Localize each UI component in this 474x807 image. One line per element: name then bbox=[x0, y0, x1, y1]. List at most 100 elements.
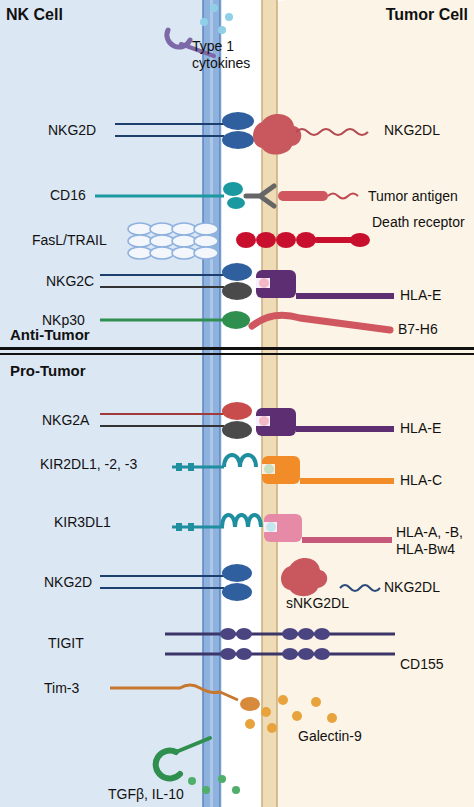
molecule-label: NKG2DL bbox=[384, 122, 440, 139]
cell-title: NK Cell bbox=[6, 6, 63, 24]
hla-a-ligand-part bbox=[266, 522, 276, 532]
tigit-cd155-part bbox=[165, 653, 395, 656]
death-receptor-part bbox=[236, 232, 256, 248]
kir3dl-receptor-part bbox=[222, 515, 261, 527]
tumor-antigen-part bbox=[278, 191, 328, 201]
fasl-trail-part bbox=[128, 223, 152, 235]
hla-a-ligand-part bbox=[264, 514, 302, 542]
nkg2d-receptor-part bbox=[115, 135, 224, 137]
galectin-dots-part bbox=[245, 719, 255, 729]
hla-e-ligand-part bbox=[256, 416, 270, 426]
galectin-dots-part bbox=[327, 713, 337, 723]
galectin-dots-part bbox=[311, 697, 321, 707]
fasl-trail-part bbox=[172, 235, 196, 247]
molecule-label: NKG2D bbox=[44, 574, 92, 591]
nkg2d-receptor-part bbox=[222, 131, 254, 149]
molecule-label: NKG2C bbox=[46, 273, 94, 290]
tigit-cd155-part-part bbox=[314, 648, 330, 660]
molecule-label: NKG2D bbox=[48, 122, 96, 139]
kir2dl-receptor-part bbox=[176, 463, 182, 471]
hla-a-ligand-part bbox=[264, 522, 277, 532]
death-receptor-part bbox=[296, 232, 316, 248]
fasl-trail-part bbox=[172, 223, 196, 235]
hla-e-ligand-part bbox=[259, 278, 269, 288]
cytokine-dots-part bbox=[210, 4, 218, 12]
kir3dl-receptor-part bbox=[188, 523, 194, 531]
hla-c-ligand-part bbox=[262, 456, 300, 484]
fasl-trail-part bbox=[172, 247, 196, 259]
hla-e-ligand-part bbox=[256, 408, 296, 436]
nkg2d-receptor-part bbox=[115, 123, 224, 125]
molecule-label: CD16 bbox=[50, 187, 86, 204]
cd16-receptor-part bbox=[223, 182, 243, 196]
molecule-label: KIR3DL1 bbox=[54, 514, 111, 531]
molecule-label: HLA-A, -B, HLA-Bw4 bbox=[396, 524, 470, 558]
nkg2a-receptor-part bbox=[222, 402, 252, 420]
cytokine-dots-part bbox=[200, 18, 208, 26]
molecule-label: HLA-E bbox=[400, 287, 441, 304]
molecule-label: Death receptor bbox=[372, 214, 465, 231]
molecule-label: Tim-3 bbox=[44, 680, 79, 697]
molecule-label: Galectin-9 bbox=[298, 728, 362, 745]
nkp30-receptor-part bbox=[100, 319, 224, 322]
hla-e-ligand-part bbox=[296, 293, 394, 299]
molecule-label: HLA-E bbox=[400, 420, 441, 437]
molecule-label: HLA-C bbox=[400, 472, 442, 489]
death-receptor-part bbox=[276, 232, 296, 248]
tumor-cell: Tumor Cell bbox=[262, 0, 474, 807]
molecule-label: Tumor antigen bbox=[368, 188, 458, 205]
hla-c-ligand-part bbox=[264, 464, 274, 474]
antibody bbox=[246, 186, 274, 206]
fasl-trail-part bbox=[194, 247, 218, 259]
molecule-label: CD155 bbox=[400, 656, 444, 673]
galectin-dots-part bbox=[261, 707, 271, 717]
hla-a-ligand-part bbox=[302, 537, 392, 543]
tigit-cd155-part-part bbox=[314, 628, 330, 640]
galectin-dots-part bbox=[292, 711, 302, 721]
kir2dl-receptor-part bbox=[224, 455, 256, 467]
hla-c-ligand-part bbox=[300, 478, 394, 484]
cytokine-dots-part bbox=[232, 786, 240, 794]
cell-title: Tumor Cell bbox=[386, 6, 468, 24]
nkg2c-receptor-part bbox=[100, 286, 224, 288]
nkg2d-receptor-part bbox=[222, 583, 252, 601]
cytokine-dots-part bbox=[218, 26, 226, 34]
hla-c-ligand-part bbox=[262, 464, 275, 474]
fasl-trail-part bbox=[128, 235, 152, 247]
kir3dl-receptor-part bbox=[176, 523, 182, 531]
tigit-cd155-part-part bbox=[298, 648, 314, 660]
section-heading: Pro-Tumor bbox=[10, 362, 86, 379]
nkg2a-receptor-part bbox=[100, 413, 224, 415]
nkg2a-receptor-part bbox=[100, 425, 224, 427]
tigit-cd155-part-part bbox=[220, 628, 236, 640]
fasl-trail-part bbox=[150, 235, 174, 247]
molecule-label: sNKG2DL bbox=[286, 595, 349, 612]
cd16-receptor-part bbox=[227, 197, 245, 209]
tigit-cd155-part-part bbox=[282, 628, 298, 640]
kir2dl-receptor-part bbox=[188, 463, 194, 471]
nkg2c-receptor-part bbox=[100, 274, 224, 276]
cytokine-dots-part bbox=[202, 786, 210, 794]
tigit-cd155-part-part bbox=[298, 628, 314, 640]
tigit-cd155-part-part bbox=[282, 648, 298, 660]
cytokine-dots-part bbox=[218, 775, 226, 783]
nkg2d-receptor-part bbox=[222, 112, 254, 130]
cytokine-dots-part bbox=[188, 777, 196, 785]
death-receptor-part bbox=[350, 233, 370, 247]
molecule-label: NKG2DL bbox=[384, 579, 440, 596]
tigit-cd155-part-part bbox=[236, 628, 252, 640]
death-receptor-part bbox=[314, 237, 354, 243]
section-heading: Anti-Tumor bbox=[10, 326, 90, 343]
galectin-dots-part bbox=[267, 723, 277, 733]
fasl-trail bbox=[128, 223, 218, 259]
hla-e-ligand-part bbox=[296, 426, 394, 432]
molecule-label: NKG2A bbox=[42, 412, 89, 429]
nk-membrane-part bbox=[210, 0, 213, 807]
nkg2d-receptor-part bbox=[222, 564, 252, 582]
nkg2c-receptor-part bbox=[222, 263, 252, 281]
cytokine-dots-part bbox=[225, 13, 233, 21]
nk-membrane bbox=[203, 0, 220, 807]
tim3-receptor-part bbox=[240, 697, 260, 711]
nkg2c-receptor-part bbox=[222, 282, 252, 300]
nkg2a-receptor-part bbox=[222, 421, 252, 439]
